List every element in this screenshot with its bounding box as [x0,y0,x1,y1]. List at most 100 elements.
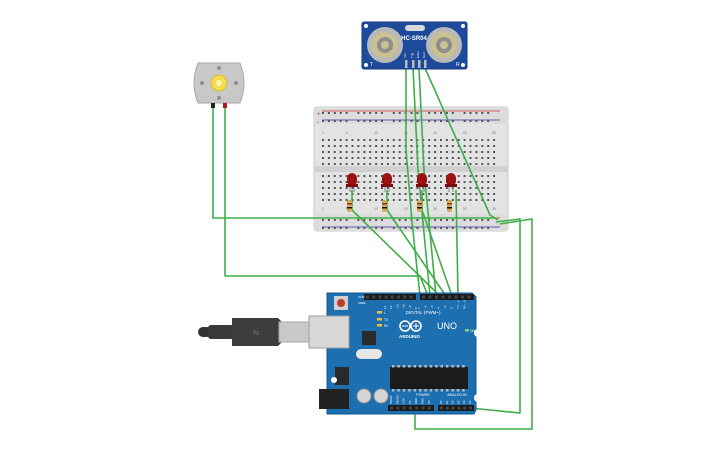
breadboard-hole[interactable] [434,139,437,141]
breadboard-hole[interactable] [463,181,466,183]
breadboard-hole[interactable] [434,112,437,114]
led-3[interactable] [416,173,428,192]
breadboard-hole[interactable] [487,187,490,189]
breadboard-hole[interactable] [351,145,354,147]
breadboard-hole[interactable] [363,139,366,141]
breadboard-hole[interactable] [357,227,360,229]
header-pin[interactable] [448,295,451,299]
breadboard-hole[interactable] [445,139,448,141]
breadboard-hole[interactable] [369,193,372,195]
breadboard-hole[interactable] [445,219,448,221]
sensor-pin-echo[interactable] [418,60,421,68]
header-pin[interactable] [403,295,407,299]
breadboard-hole[interactable] [451,199,454,201]
breadboard-hole[interactable] [375,157,378,159]
breadboard-hole[interactable] [440,193,442,195]
breadboard-hole[interactable] [345,163,348,165]
breadboard-hole[interactable] [369,181,372,183]
breadboard-hole[interactable] [475,175,478,177]
breadboard-hole[interactable] [345,120,348,122]
breadboard-hole[interactable] [416,120,419,122]
breadboard-hole[interactable] [327,151,330,153]
breadboard-hole[interactable] [327,120,330,122]
breadboard-hole[interactable] [481,157,484,159]
breadboard-hole[interactable] [398,187,401,189]
breadboard-hole[interactable] [351,139,354,141]
breadboard-hole[interactable] [333,181,336,183]
breadboard-hole[interactable] [327,163,330,165]
breadboard-hole[interactable] [339,120,342,122]
header-pin[interactable] [441,295,445,299]
breadboard-hole[interactable] [422,187,425,189]
breadboard-hole[interactable] [339,187,342,189]
breadboard-hole[interactable] [493,157,496,159]
breadboard-hole[interactable] [369,219,372,221]
breadboard-hole[interactable] [327,193,330,195]
breadboard-hole[interactable] [451,157,454,159]
breadboard-hole[interactable] [445,151,448,153]
led-2[interactable] [381,173,393,192]
sensor-pin-trig[interactable] [412,60,415,68]
wire-sensor-trig[interactable] [412,67,431,297]
breadboard-hole[interactable] [392,120,395,122]
breadboard-hole[interactable] [327,175,330,177]
breadboard-hole[interactable] [322,120,324,122]
breadboard-hole[interactable] [322,145,324,147]
breadboard-hole[interactable] [481,199,484,201]
header-pin[interactable] [415,406,419,410]
breadboard-hole[interactable] [386,139,389,141]
breadboard-hole[interactable] [463,151,466,153]
breadboard-hole[interactable] [392,157,395,159]
breadboard-hole[interactable] [322,219,324,221]
breadboard-hole[interactable] [487,219,490,221]
breadboard-hole[interactable] [469,227,472,229]
motor-terminal-red[interactable] [223,103,227,108]
resistor-3[interactable] [417,200,422,212]
breadboard-hole[interactable] [445,193,448,195]
breadboard-hole[interactable] [428,139,431,141]
breadboard-hole[interactable] [357,219,360,221]
breadboard-hole[interactable] [381,175,383,177]
breadboard-hole[interactable] [398,112,401,114]
breadboard-hole[interactable] [422,193,425,195]
breadboard-hole[interactable] [398,193,401,195]
breadboard-hole[interactable] [369,175,372,177]
wire-led-4[interactable] [455,189,459,297]
wire-motor-lead-1[interactable] [212,108,496,219]
breadboard-hole[interactable] [369,199,372,201]
breadboard-hole[interactable] [404,199,407,201]
breadboard-hole[interactable] [463,199,466,201]
breadboard-hole[interactable] [410,157,413,159]
breadboard-hole[interactable] [428,145,431,147]
breadboard-hole[interactable] [481,151,484,153]
breadboard-hole[interactable] [345,181,348,183]
breadboard-hole[interactable] [404,163,407,165]
breadboard-hole[interactable] [481,139,484,141]
breadboard-hole[interactable] [333,112,336,114]
breadboard-hole[interactable] [469,157,472,159]
breadboard-hole[interactable] [381,227,383,229]
breadboard-hole[interactable] [428,193,431,195]
header-pin[interactable] [445,406,449,410]
breadboard-hole[interactable] [475,163,478,165]
breadboard-hole[interactable] [339,227,342,229]
breadboard-hole[interactable] [404,227,407,229]
breadboard-hole[interactable] [392,227,395,229]
breadboard-hole[interactable] [463,112,466,114]
header-pin[interactable] [428,295,432,299]
breadboard-hole[interactable] [451,193,454,195]
breadboard-hole[interactable] [404,193,407,195]
breadboard-hole[interactable] [375,199,378,201]
breadboard-hole[interactable] [345,193,348,195]
breadboard-hole[interactable] [493,175,496,177]
breadboard-hole[interactable] [428,181,431,183]
header-pin[interactable] [372,295,376,299]
breadboard-hole[interactable] [451,120,454,122]
header-pin[interactable] [378,295,382,299]
breadboard-hole[interactable] [327,227,330,229]
breadboard-hole[interactable] [375,151,378,153]
breadboard-hole[interactable] [375,112,378,114]
breadboard-hole[interactable] [410,151,413,153]
header-pin[interactable] [402,406,406,410]
breadboard-hole[interactable] [434,145,437,147]
